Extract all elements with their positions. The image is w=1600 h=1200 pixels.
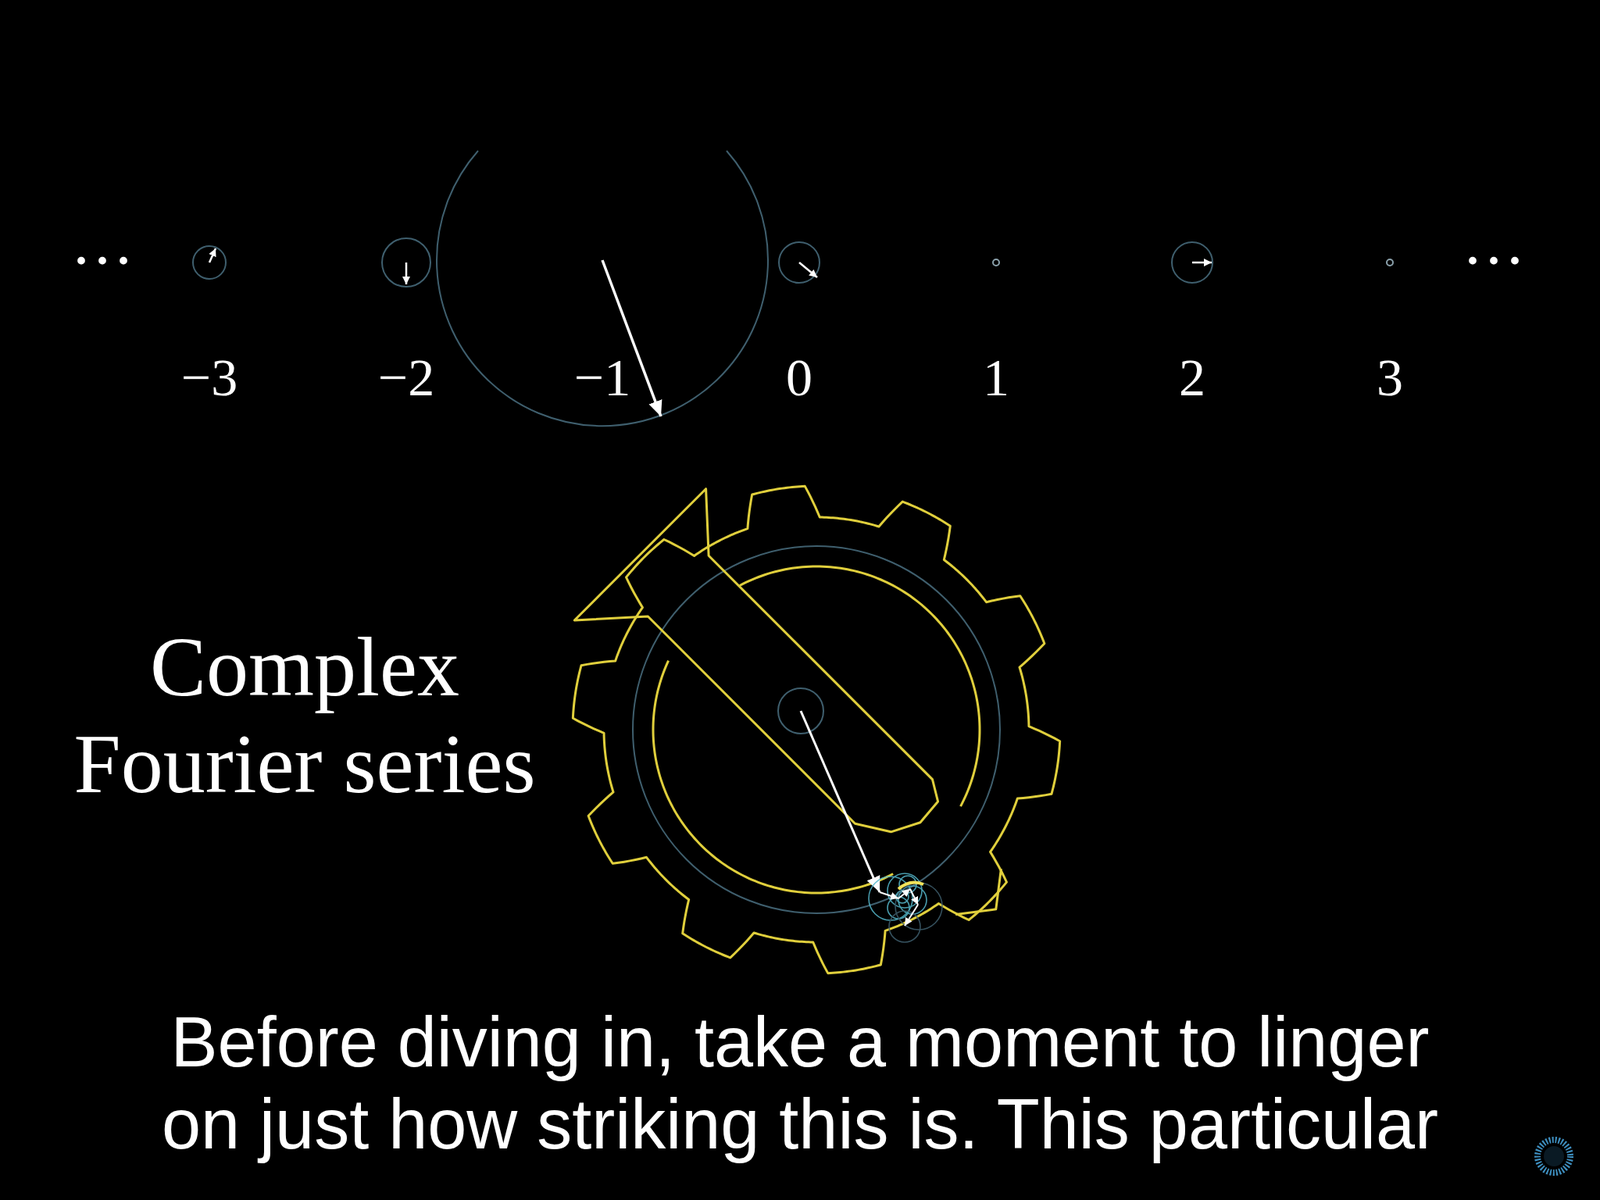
ellipsis-mark: ... bbox=[1467, 221, 1531, 275]
orbit-circle bbox=[632, 546, 1000, 914]
frequency-index: 2 bbox=[1178, 350, 1206, 404]
gear-drawing bbox=[572, 485, 1060, 973]
circle-0 bbox=[778, 242, 820, 283]
vector-minus-2 bbox=[405, 262, 408, 285]
corner-logo-center bbox=[1543, 1146, 1565, 1167]
section-title: Complex Fourier series bbox=[31, 618, 579, 813]
coefficient-vectors bbox=[209, 248, 1212, 417]
gear-spike bbox=[955, 868, 1001, 915]
pen-trace bbox=[898, 882, 924, 890]
circle-minus-2 bbox=[382, 238, 431, 287]
vector-minus-3 bbox=[209, 248, 216, 263]
corner-logo bbox=[1537, 1139, 1571, 1173]
epicycle-vectors bbox=[879, 889, 918, 926]
epicycle-cluster bbox=[868, 873, 943, 943]
coefficient-circles bbox=[192, 150, 1393, 426]
circle-minus-3 bbox=[192, 246, 226, 279]
main-vector bbox=[800, 710, 880, 893]
frequency-index: −3 bbox=[181, 350, 238, 404]
circle-2 bbox=[1171, 242, 1213, 283]
small-vector bbox=[910, 889, 918, 905]
subtitle: Before diving in, take a moment to linge… bbox=[143, 1001, 1457, 1166]
epicycle bbox=[887, 873, 922, 908]
circle-1 bbox=[992, 259, 1000, 266]
vector-0 bbox=[799, 262, 818, 278]
frequency-index: 1 bbox=[982, 350, 1010, 404]
small-vector bbox=[904, 904, 918, 926]
wrench-outline bbox=[574, 489, 938, 833]
ellipsis-mark: ... bbox=[75, 221, 140, 275]
epicycle bbox=[887, 896, 910, 919]
frequency-index: 3 bbox=[1376, 350, 1404, 404]
frequency-index: −2 bbox=[378, 350, 435, 404]
frequency-index: 0 bbox=[785, 350, 813, 404]
inner-ring bbox=[653, 660, 893, 893]
circle-minus-1 bbox=[436, 150, 768, 426]
small-vector bbox=[879, 892, 899, 899]
gear-outline bbox=[572, 485, 1060, 973]
circle-3 bbox=[1386, 259, 1393, 266]
inner-ring bbox=[739, 566, 980, 807]
epicycle bbox=[895, 882, 943, 930]
small-vector bbox=[898, 889, 911, 899]
frequency-index: −1 bbox=[574, 350, 631, 404]
vector-2 bbox=[1192, 261, 1212, 265]
epicycle bbox=[889, 910, 921, 943]
